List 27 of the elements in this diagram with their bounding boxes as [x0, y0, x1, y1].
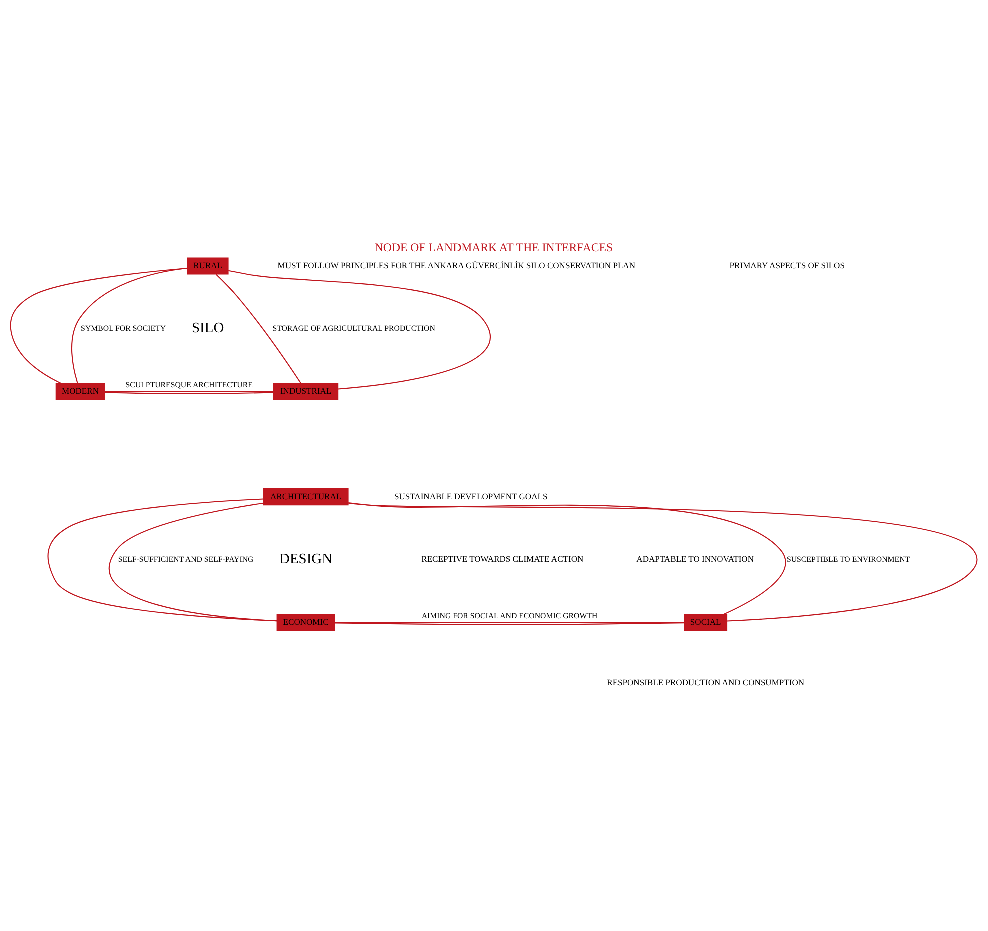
connector: [348, 502, 786, 615]
label: MUST FOLLOW PRINCIPLES FOR THE ANKARA GÜVERCİNLİK SILO CONSERVATION PLAN: [278, 260, 636, 270]
node-box: RURAL: [187, 258, 229, 275]
label: DESIGN: [280, 552, 333, 568]
label: RESPONSIBLE PRODUCTION AND CONSUMPTION: [607, 677, 805, 688]
connector: [110, 502, 278, 622]
node-box: ECONOMIC: [276, 614, 336, 632]
connector: [72, 268, 188, 384]
diagram-title: NODE OF LANDMARK AT THE INTERFACES: [374, 240, 614, 255]
connector: [228, 270, 491, 390]
label: RECEPTIVE TOWARDS CLIMATE ACTION: [422, 554, 584, 564]
label: ADAPTABLE TO INNOVATION: [636, 554, 754, 564]
label: SUSTAINABLE DEVELOPMENT GOALS: [394, 491, 548, 502]
label: SILO: [192, 320, 224, 337]
node-box: ARCHITECTURAL: [263, 488, 349, 506]
node-box: SOCIAL: [684, 614, 728, 632]
node-box: INDUSTRIAL: [274, 383, 339, 400]
connector: [48, 498, 278, 622]
connector: [348, 502, 978, 622]
connector: [104, 391, 274, 392]
connector: [335, 622, 684, 624]
connector: [10, 268, 188, 384]
node-box: MODERN: [56, 383, 106, 400]
label: PRIMARY ASPECTS OF SILOS: [730, 260, 845, 270]
connector: [216, 274, 302, 384]
connector: [335, 622, 684, 626]
connector: [104, 392, 274, 395]
